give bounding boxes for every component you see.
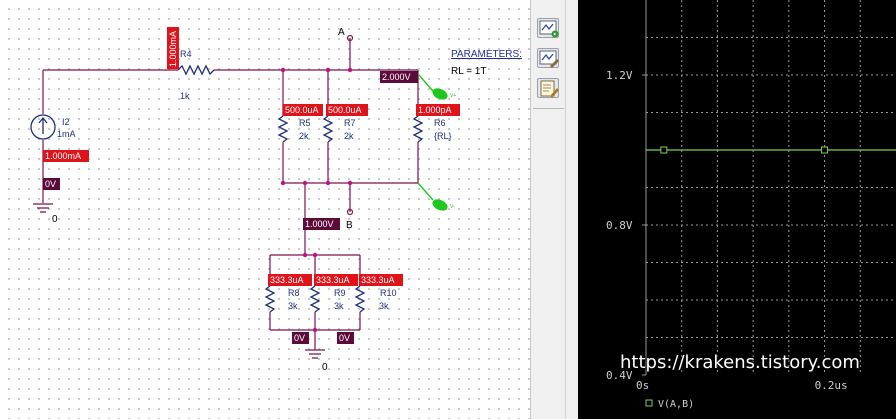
- x-tick-label: 0s: [636, 379, 649, 392]
- r7-current-text: 500.0uA: [328, 105, 362, 115]
- watermark-text: https://krakens.tistory.com: [620, 352, 860, 373]
- source-ref: I2: [62, 117, 70, 127]
- plot-background: [578, 0, 896, 419]
- plot-trace: [646, 146, 896, 154]
- trace-marker: [821, 146, 829, 154]
- y-tick-label: 0.8V: [606, 219, 633, 232]
- r4-ref: R4: [180, 49, 192, 59]
- marker-node-a-voltage[interactable]: 2.000V: [380, 71, 418, 83]
- source-value: 1mA: [57, 129, 76, 139]
- ground-left-icon: [33, 203, 53, 213]
- r5-current-text: 500.0uA: [285, 105, 319, 115]
- r10-ref: R10: [380, 288, 397, 298]
- plot-legend[interactable]: V(A,B): [645, 399, 694, 410]
- node-b-terminal[interactable]: [346, 208, 354, 216]
- x-tick-label: 0.2us: [815, 379, 848, 392]
- voltage-probe-a[interactable]: V+: [417, 73, 456, 102]
- node-a-terminal[interactable]: [346, 34, 354, 42]
- marker-r9-current[interactable]: 333.3uA: [314, 274, 358, 286]
- ground-left-label: 0: [52, 214, 58, 225]
- marker-r4-current[interactable]: 1.000mA: [167, 27, 179, 69]
- r8-current-text: 333.3uA: [270, 275, 304, 285]
- toolbar-separator: [533, 108, 564, 109]
- node-b-voltage-text: 1.000V: [305, 219, 334, 229]
- r4-value: 1k: [180, 91, 190, 101]
- y-tick-label: 0.4V: [606, 369, 633, 382]
- r9-current-text: 333.3uA: [316, 275, 350, 285]
- node-b-label: B: [346, 220, 353, 231]
- wire-mid-bottom[interactable]: [282, 142, 419, 183]
- resistor-r5[interactable]: [277, 115, 289, 143]
- legend-marker-icon: [645, 399, 653, 407]
- resistor-r10[interactable]: [354, 285, 366, 313]
- svg-text:V+: V+: [450, 93, 456, 99]
- source-current-text: 1.000mA: [45, 151, 81, 161]
- current-source-i2[interactable]: [30, 114, 56, 140]
- node-a-label: A: [338, 27, 345, 38]
- splitter[interactable]: [565, 0, 578, 419]
- probe-toolbar: [530, 0, 565, 419]
- source-arrow-icon: [38, 116, 48, 134]
- probe-window-icon[interactable]: [537, 48, 559, 68]
- r6-value: {RL}: [434, 131, 452, 141]
- marker-r6-current[interactable]: 1.000pA: [416, 104, 460, 116]
- r8-value: 3k: [288, 301, 298, 311]
- legend-label: V(A,B): [658, 399, 694, 410]
- y-tick-label: 1.2V: [606, 69, 633, 82]
- r10-current-text: 333.3uA: [361, 275, 395, 285]
- probe-add-trace-icon[interactable]: [537, 18, 559, 38]
- r6-ref: R6: [434, 118, 446, 128]
- r7-ref: R7: [344, 118, 356, 128]
- marker-bottom-voltage-right[interactable]: 0V: [337, 332, 354, 344]
- r7-value: 2k: [344, 131, 354, 141]
- svg-text:V-: V-: [450, 204, 455, 210]
- marker-r8-current[interactable]: 333.3uA: [268, 274, 312, 286]
- bottom-voltage-left-text: 0V: [294, 333, 305, 343]
- r6-current-text: 1.000pA: [418, 105, 452, 115]
- schematic-drawing: A B I2 1mA 0 R4 1k R5 2k R7 2k R6 {RL} R…: [30, 27, 522, 373]
- resistor-r7[interactable]: [322, 115, 334, 143]
- resistor-r6[interactable]: [412, 115, 424, 143]
- parameters-line: RL = 1T: [451, 66, 486, 77]
- ground-bottom-icon: [305, 349, 325, 359]
- r9-value: 3k: [334, 301, 344, 311]
- source-voltage-text: 0V: [45, 179, 56, 189]
- r9-ref: R9: [334, 288, 346, 298]
- probe-edit-icon[interactable]: [537, 78, 559, 98]
- marker-r5-current[interactable]: 500.0uA: [283, 104, 323, 116]
- marker-source-current[interactable]: 1.000mA: [43, 150, 89, 162]
- trace-marker: [660, 146, 668, 154]
- marker-r10-current[interactable]: 333.3uA: [359, 274, 403, 286]
- marker-r7-current[interactable]: 500.0uA: [326, 104, 368, 116]
- bottom-voltage-right-text: 0V: [339, 333, 350, 343]
- wires: [42, 38, 419, 350]
- parameters-title[interactable]: PARAMETERS:: [451, 49, 522, 60]
- resistor-r4[interactable]: [177, 64, 215, 76]
- resistor-r8[interactable]: [264, 285, 276, 313]
- ground-bottom-label: 0: [322, 362, 328, 373]
- wire-low-columns-bottom[interactable]: [269, 312, 361, 330]
- r10-value: 3k: [379, 301, 389, 311]
- marker-node-b-voltage[interactable]: 1.000V: [303, 218, 340, 230]
- marker-bottom-voltage-left[interactable]: 0V: [292, 332, 309, 344]
- marker-source-voltage[interactable]: 0V: [43, 178, 60, 190]
- r4-current-text: 1.000mA: [168, 31, 178, 67]
- voltage-probe-b[interactable]: V-: [417, 182, 455, 213]
- resistor-r9[interactable]: [309, 285, 321, 313]
- r5-ref: R5: [299, 118, 311, 128]
- schematic-canvas[interactable]: A B I2 1mA 0 R4 1k R5 2k R7 2k R6 {RL} R…: [0, 0, 530, 419]
- junctions: [280, 67, 353, 333]
- node-a-voltage-text: 2.000V: [382, 72, 411, 82]
- r8-ref: R8: [288, 288, 300, 298]
- r5-value: 2k: [299, 131, 309, 141]
